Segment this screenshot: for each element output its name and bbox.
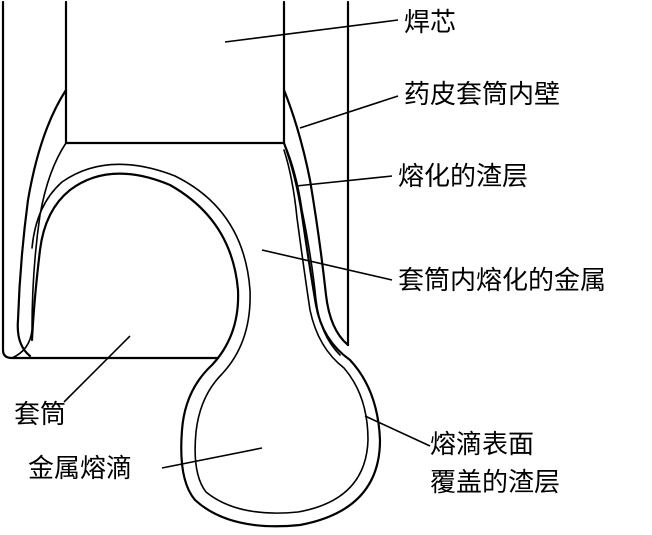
leader-sleeve bbox=[63, 335, 131, 403]
leader-molten-metal bbox=[261, 249, 393, 281]
label-sleeve-inner-wall: 药皮套筒内壁 bbox=[404, 80, 561, 110]
label-metal-droplet: 金属熔滴 bbox=[28, 454, 133, 484]
label-core: 焊芯 bbox=[404, 8, 457, 38]
label-droplet-surface-slag-1: 熔滴表面 bbox=[430, 430, 535, 460]
core-wire bbox=[64, 0, 286, 145]
leader-molten-slag bbox=[295, 175, 393, 187]
label-molten-slag-layer: 熔化的渣层 bbox=[398, 162, 529, 192]
leader-droplet-surface-slag bbox=[364, 415, 431, 447]
leader-core bbox=[224, 19, 399, 43]
label-sleeve: 套筒 bbox=[14, 400, 67, 430]
droplet-inner-outline bbox=[31, 149, 369, 514]
leader-sleeve-inner-wall bbox=[299, 95, 399, 129]
sleeve-inner-wall-left bbox=[16, 88, 68, 358]
slag-inner-left bbox=[11, 142, 67, 359]
label-droplet-surface-slag-2: 覆盖的渣层 bbox=[430, 468, 561, 498]
sleeve-inner-wall-right bbox=[282, 88, 350, 347]
leader-metal-droplet bbox=[161, 447, 263, 469]
label-molten-metal-in-sleeve: 套筒内熔化的金属 bbox=[398, 266, 607, 296]
droplet-slag-outline bbox=[30, 141, 382, 528]
